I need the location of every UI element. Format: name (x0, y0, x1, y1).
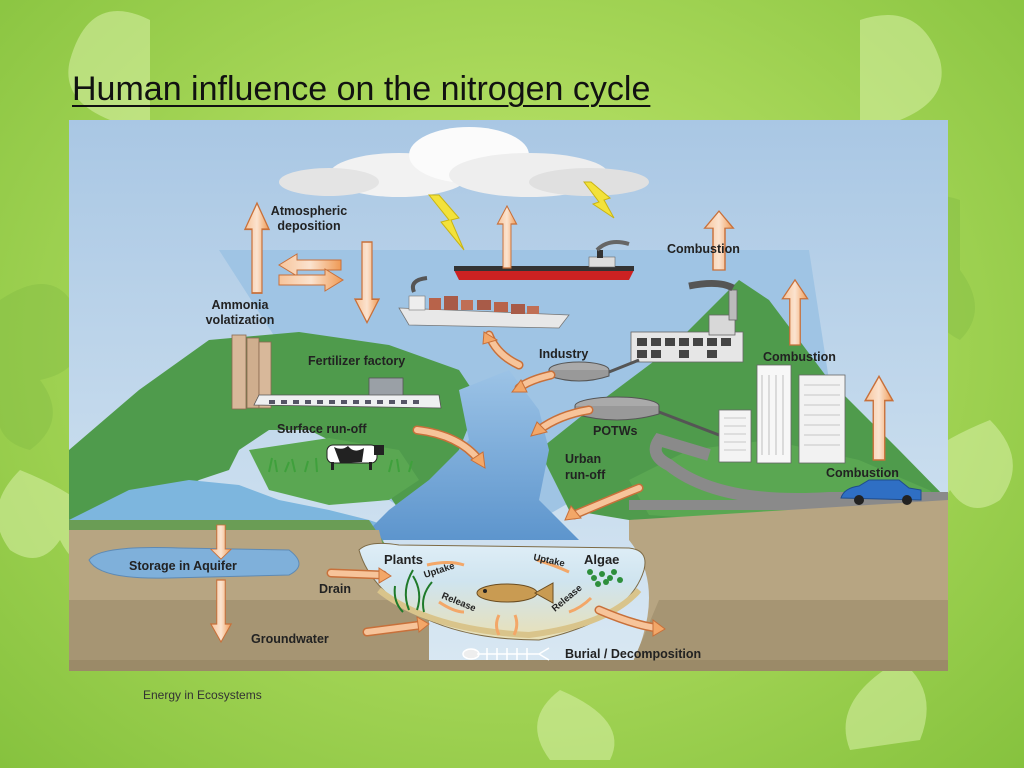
city-buildings (718, 364, 846, 464)
lake-cycle-arrows (426, 558, 593, 636)
curved-arrow-heads (378, 331, 666, 637)
bedrock (69, 660, 948, 671)
road (649, 432, 948, 506)
label-plants: Plants (384, 552, 423, 567)
label-volatization: volatization (206, 313, 275, 327)
soil-deep-left (69, 600, 429, 671)
fish-skeleton (462, 647, 550, 661)
label-drain: Drain (319, 582, 351, 596)
aquifer (88, 547, 300, 579)
grass (268, 457, 413, 473)
label-fertilizer-factory: Fertilizer factory (308, 354, 405, 368)
label-industry: Industry (539, 347, 588, 361)
label-combustion-car: Combustion (826, 466, 899, 480)
potw-pipe (658, 410, 720, 437)
soil-deep-right (629, 600, 948, 671)
lightning-bolt-right (583, 181, 615, 219)
label-ammonia: Ammonia (212, 298, 270, 312)
tanker-ship (454, 240, 634, 280)
label-runoff: run-off (565, 468, 606, 482)
car (840, 479, 922, 505)
lightning-bolt-left (427, 194, 465, 251)
slide-footer: Energy in Ecosystems (143, 688, 262, 702)
industry-factory (630, 279, 744, 363)
label-potws: POTWs (593, 424, 637, 438)
label-atmospheric: Atmospheric (271, 204, 347, 218)
label-combustion-mid: Combustion (763, 350, 836, 364)
aquatic-plants (393, 569, 433, 613)
label-storage-aquifer: Storage in Aquifer (129, 559, 237, 573)
label-urban: Urban (565, 452, 601, 466)
cow (326, 444, 384, 470)
cloud (279, 127, 649, 197)
label-burial-decomposition: Burial / Decomposition (565, 647, 701, 661)
label-surface-runoff: Surface run-off (277, 422, 367, 436)
slide-title: Human influence on the nitrogen cycle (72, 70, 651, 108)
label-combustion-top: Combustion (667, 242, 740, 256)
arrow-right-exchange (278, 268, 344, 292)
label-deposition: deposition (277, 219, 340, 233)
nitrogen-cycle-diagram: Atmospheric deposition Ammonia volatizat… (69, 120, 948, 671)
algae (587, 569, 623, 587)
industry-pipe (608, 358, 640, 374)
fertilizer-factory (231, 334, 442, 410)
lake-sediment (377, 587, 642, 639)
fish (476, 582, 554, 604)
arrow-left-exchange (278, 253, 342, 277)
label-algae: Algae (584, 552, 619, 567)
label-groundwater: Groundwater (251, 632, 329, 646)
cargo-ship (398, 276, 570, 329)
